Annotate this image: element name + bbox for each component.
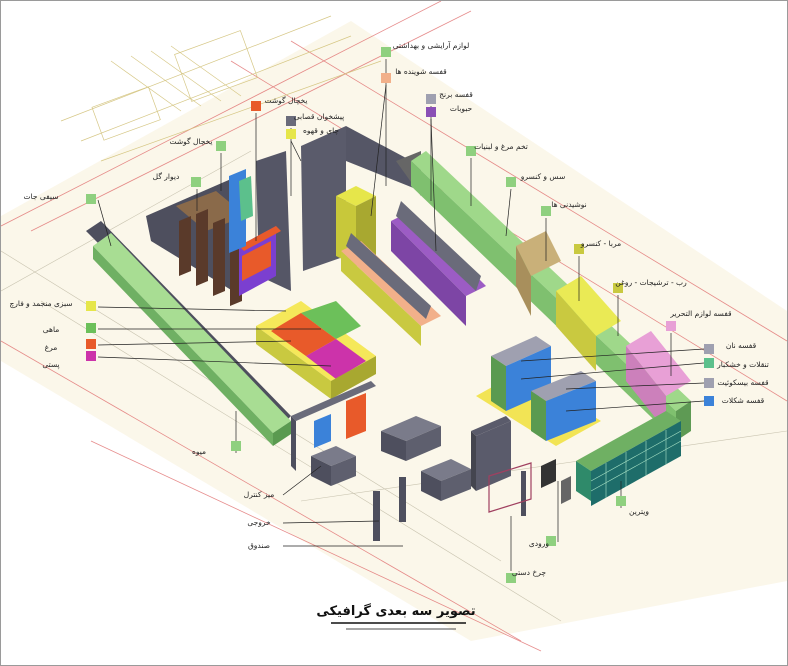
label-fruit: میوه [192, 447, 206, 456]
swatch-sauce [506, 177, 516, 187]
label-vegetables: سبزی منجمد و فارچ [9, 299, 72, 308]
label-pastry: پستی [42, 360, 59, 369]
center-shelf-purple [391, 201, 486, 326]
swatch-pastry [86, 351, 96, 361]
swatch-grains [426, 107, 436, 117]
cashier-area [291, 381, 571, 541]
leader-line-nuts [520, 362, 705, 380]
label-rice: قفسه برنج [439, 90, 473, 99]
label-stationery: قفسه لوازم التحریر [669, 309, 732, 318]
label-food_shelf: پیشخوان قصابی [294, 112, 344, 121]
swatch-drinks [541, 206, 551, 216]
leader-line-cashier_table [282, 465, 322, 496]
label-nuts: تنقلات و خشکبار [716, 360, 769, 369]
leader-line-tea_coffee [290, 140, 302, 162]
label-turnstile: چرخ دستی [512, 568, 547, 577]
label-tea_coffee: چای و قهوه [303, 126, 339, 135]
label-meat_fridge2: یخچال گوشت [170, 137, 213, 146]
swatch-entrance [546, 536, 556, 546]
label-showcase: ویترین [629, 507, 649, 516]
leader-line-chicken [97, 340, 292, 346]
label-meat_fridge: یخچال گوشت [265, 96, 308, 105]
swatch-fruit [231, 441, 241, 451]
label-pickles: رب - ترشیجات - روغن [615, 278, 687, 287]
swatch-cosmetics [381, 47, 391, 57]
label-sauce: سس و کنسرو [520, 172, 566, 181]
swatch-bread [704, 344, 714, 354]
meat-fridge [239, 226, 281, 296]
swatch-nuts [704, 358, 714, 368]
swatch-jam [574, 244, 584, 254]
label-drinks: نوشیدنی ها [551, 200, 586, 209]
swatch-dressing_wall [191, 177, 201, 187]
swatch-meat_fridge [251, 101, 261, 111]
swatch-vegetables [86, 301, 96, 311]
swatch-chocolate [704, 396, 714, 406]
leader-line-chocolate [565, 400, 705, 412]
leader-line-biscuit [565, 382, 705, 390]
label-fish: ماهی [43, 325, 60, 334]
swatch-eggs_dairy [466, 146, 476, 156]
caption-group: تصویر سه بعدی گرافیکی [316, 603, 476, 630]
label-frozen: سیفی جات [24, 192, 59, 201]
shelf-pink [626, 331, 691, 431]
blue-wall-panel [229, 169, 253, 253]
leader-line-exit [282, 520, 380, 524]
label-eggs_dairy: تخم مرغ و لبنیات [474, 142, 528, 151]
center-shelf-peach [341, 233, 441, 346]
label-cashbox: صندوق [248, 541, 270, 550]
swatch-showcase [616, 496, 626, 506]
label-chocolate: قفسه شکلات [722, 396, 765, 405]
leader-line-sauce [505, 188, 512, 237]
label-chicken: مرغ [45, 343, 58, 352]
label-grains: حبوبات [450, 104, 473, 113]
leader-line-bread [520, 348, 705, 362]
showcase-units [576, 411, 682, 506]
label-exit: خروجی [247, 518, 271, 527]
leader-line-pastry [97, 356, 332, 367]
swatch-chicken [86, 339, 96, 349]
leader-line-grains [430, 118, 437, 252]
leader-line-vegetables [97, 306, 287, 312]
label-biscuit: قفسه بیسکوئیت [717, 378, 769, 387]
label-bread: قفسه نان [726, 341, 757, 350]
label-detergents: قفسه شوینده ها [395, 67, 447, 76]
swatch-detergents [381, 73, 391, 83]
swatch-tea_coffee [286, 129, 296, 139]
swatch-biscuit [704, 378, 714, 388]
fruit-counter [93, 233, 291, 446]
leader-line-frozen [97, 199, 112, 247]
caption: تصویر سه بعدی گرافیکی [316, 603, 475, 619]
shelf-khaki [516, 231, 561, 316]
swatch-frozen [86, 194, 96, 204]
swatch-pickles [613, 283, 623, 293]
swatch-rice [426, 94, 436, 104]
leader-line-detergents [370, 84, 387, 217]
label-cosmetics: لوازم آرایشی و بهداشتی [393, 40, 469, 50]
label-entrance: ورودی [529, 539, 549, 548]
swatch-fish [86, 323, 96, 333]
label-cashier_table: میز کنترل [244, 490, 275, 499]
swatch-turnstile [506, 573, 516, 583]
callouts: لوازم آرایشی و بهداشتی قفسه شوینده ها قفسه… [9, 40, 769, 583]
swatch-meat_fridge2 [216, 141, 226, 151]
shelf-yellow [556, 276, 621, 371]
label-jam: مربا - کنسرو [580, 239, 621, 248]
right-island [476, 336, 601, 446]
central-island [256, 301, 376, 399]
swatch-stationery [666, 321, 676, 331]
label-dressing_wall: دیوار گل [153, 172, 180, 181]
swatch-food_shelf [286, 116, 296, 126]
